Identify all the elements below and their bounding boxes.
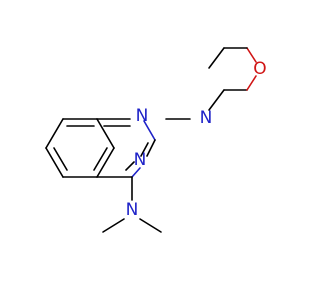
nitrogen-atom-label: N — [126, 200, 139, 220]
bond — [45, 118, 64, 149]
nitrogen-atom-label: N — [136, 106, 149, 126]
double-bond-inner — [93, 147, 108, 171]
bond — [208, 89, 225, 111]
bond — [246, 75, 257, 91]
pyrimidine-ring — [96, 118, 156, 178]
double-bond-inner — [53, 147, 68, 171]
bond — [246, 47, 257, 63]
oxygen-atom-label: O — [253, 59, 266, 79]
bond — [208, 47, 225, 69]
nitrogen-atom-label: N — [134, 150, 147, 170]
molecule-canvas: N N N O N — [45, 47, 267, 233]
molecule-structure: N N N O N — [45, 47, 267, 233]
bond — [131, 167, 141, 178]
bond — [102, 218, 125, 233]
bond — [139, 218, 162, 233]
benzene-ring — [45, 118, 115, 178]
morpholine-ring — [208, 47, 257, 111]
nitrogen-atom-label: N — [200, 108, 213, 128]
bond — [96, 147, 115, 178]
double-bond-inner — [140, 142, 149, 157]
bond — [96, 118, 115, 149]
bond — [45, 147, 64, 178]
double-bond-inner — [125, 161, 135, 171]
bond — [146, 139, 156, 157]
bond — [143, 120, 156, 141]
